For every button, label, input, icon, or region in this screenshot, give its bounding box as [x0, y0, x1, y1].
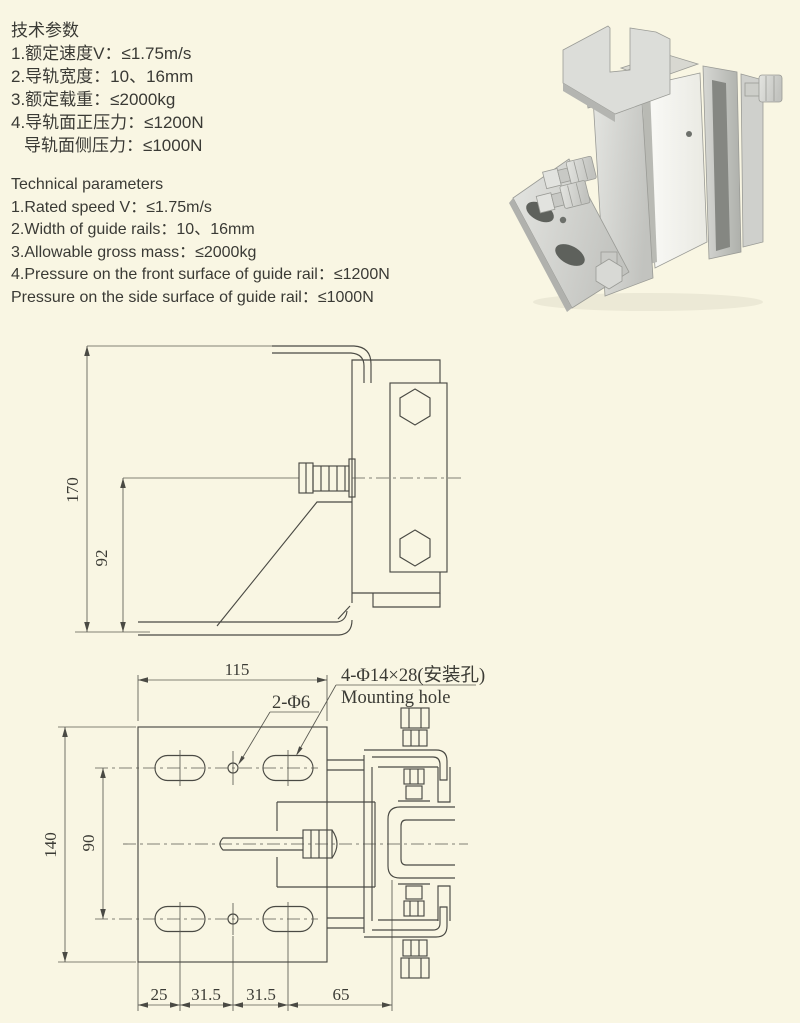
- spec-en-rated-speed: 1.Rated speed V：≤1.75m/s: [11, 198, 212, 216]
- spec-cn-side-pressure: 导轨面侧压力：≤1000N: [24, 136, 203, 155]
- base-plate-edge: [509, 198, 572, 312]
- shoe-side-profile: [327, 707, 455, 979]
- mounting-hole-leader: 4-Φ14×28(安装孔) Mounting hole: [296, 665, 485, 756]
- front-view-drawing: 115 140 90 25 31.5: [41, 660, 485, 1011]
- top-bolt: [400, 707, 430, 747]
- side-view-drawing: 170 92: [63, 345, 465, 636]
- spec-cn-front-pressure: 4.导轨面正压力：≤1200N: [11, 113, 204, 132]
- side-view-part: [138, 345, 465, 636]
- rail-channel-outer: [387, 806, 455, 879]
- adjusting-bolt: [298, 458, 356, 498]
- left-bolts: [535, 155, 597, 214]
- top-plate-edge: [563, 83, 615, 122]
- front-view-part: [95, 707, 468, 979]
- rear-plate: [740, 73, 764, 248]
- top-flange: [272, 345, 372, 383]
- lower-inner-bolt: [398, 883, 430, 917]
- guide-shoe-body: [219, 801, 376, 888]
- hex-bolt-upper: [399, 388, 431, 426]
- side-view-dimensions: 170 92: [63, 345, 299, 633]
- bottom-bolt: [400, 939, 430, 979]
- bottom-bracket: [364, 906, 448, 938]
- dim-total-height-label: 140: [41, 832, 60, 858]
- guide-shoe-photo: [509, 25, 783, 312]
- specs-en-title: Technical parameters: [11, 176, 164, 193]
- dim-bottom-1-label: 25: [151, 985, 168, 1004]
- dim-width-label: 115: [225, 660, 250, 679]
- dim-lower-height-label: 92: [92, 550, 111, 567]
- insert-hole: [686, 131, 692, 137]
- spec-cn-rated-load: 3.额定载重：≤2000kg: [11, 90, 176, 109]
- spec-en-rail-width: 2.Width of guide rails：10、16mm: [11, 221, 255, 238]
- spec-cn-rail-width: 2.导轨宽度：10、16mm: [11, 67, 194, 86]
- hex-bolt-lower: [399, 529, 431, 567]
- mounting-plate: [389, 382, 448, 573]
- upper-inner-bolt: [398, 768, 430, 802]
- mounting-base-plate: [137, 726, 328, 963]
- gusset-rib: [216, 501, 352, 627]
- dim-bottom-4-label: 65: [333, 985, 350, 1004]
- specs-chinese: 技术参数 1.额定速度V：≤1.75m/s 2.导轨宽度：10、16mm 3.额…: [11, 19, 204, 157]
- mounting-hole-label-cn: 4-Φ14×28(安装孔): [341, 665, 485, 686]
- small-hole-leader: 2-Φ6: [238, 693, 319, 765]
- spec-en-gross-mass: 3.Allowable gross mass：≤2000kg: [11, 243, 257, 261]
- spec-cn-rated-speed: 1.额定速度V：≤1.75m/s: [11, 44, 192, 63]
- specs-cn-title: 技术参数: [11, 21, 79, 40]
- back-plate: [351, 359, 441, 603]
- dim-total-height-label: 170: [63, 477, 82, 503]
- dim-bottom-3-label: 31.5: [246, 985, 276, 1004]
- photo-shadow: [533, 293, 763, 311]
- bottom-bolt: [595, 251, 623, 290]
- mounting-hole-label-en: Mounting hole: [341, 688, 450, 708]
- top-bracket: [364, 749, 448, 781]
- small-hole-label: 2-Φ6: [272, 693, 310, 713]
- insert-groove: [641, 64, 657, 264]
- specs-english: Technical parameters 1.Rated speed V：≤1.…: [11, 174, 390, 309]
- product-photo: [509, 25, 783, 312]
- bottom-flange: [138, 610, 348, 623]
- front-view-dimensions: 115 140 90 25 31.5: [41, 660, 485, 1011]
- spec-en-side-pressure: Pressure on the side surface of guide ra…: [11, 288, 374, 306]
- base-slot-hole-2: [555, 244, 585, 266]
- dim-hole-spacing-label: 90: [79, 835, 98, 852]
- rail-channel-inner: [400, 819, 455, 866]
- dim-bottom-2-label: 31.5: [191, 985, 221, 1004]
- base-small-hole: [559, 216, 567, 224]
- right-dark-gap: [712, 80, 730, 251]
- right-bolt: [744, 74, 783, 103]
- spec-en-front-pressure: 4.Pressure on the front surface of guide…: [11, 266, 390, 283]
